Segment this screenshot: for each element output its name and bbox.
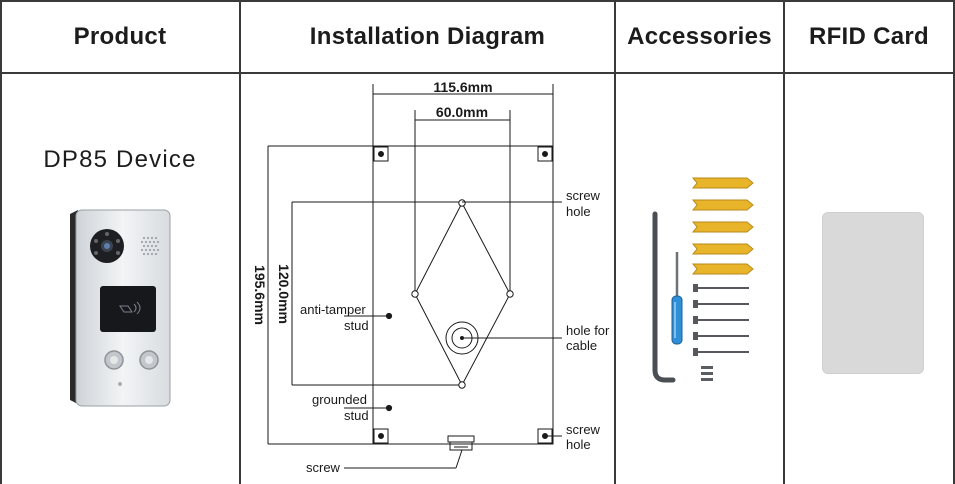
installation-diagram: 115.6mm 60.0mm 195.6mm 120.0mm screw hol…	[252, 79, 610, 475]
label-hole-cable-line1: hole for	[566, 323, 610, 338]
wall-anchor-icon	[691, 177, 754, 275]
label-grounded-line1: grounded	[312, 392, 367, 407]
label-hole-cable-line2: cable	[566, 338, 597, 353]
header-installation-diagram: Installation Diagram	[309, 23, 546, 50]
accessories-illustration	[652, 177, 754, 383]
label-grounded-line2: stud	[344, 408, 369, 423]
rfid-card-image	[822, 212, 924, 374]
header-accessories: Accessories	[627, 23, 772, 50]
small-screw-icon	[701, 366, 713, 381]
header-rfid-card: RFID Card	[808, 23, 930, 50]
column-divider-1	[239, 0, 241, 484]
device-illustration	[70, 209, 171, 407]
dim-height-total: 195.6mm	[252, 265, 268, 325]
screwdriver-icon	[671, 252, 683, 345]
table-border-right	[953, 0, 955, 484]
column-divider-3	[783, 0, 785, 484]
dim-width-total: 115.6mm	[433, 79, 492, 95]
product-name: DP85 Device	[43, 146, 197, 173]
dim-width-holes: 60.0mm	[436, 104, 488, 120]
header-divider	[0, 72, 955, 74]
label-anti-tamper-line2: stud	[344, 318, 369, 333]
label-screw: screw	[306, 460, 341, 475]
label-screw-hole-bottom-line2: hole	[566, 437, 591, 452]
label-screw-hole-top-line1: screw	[566, 188, 601, 203]
label-anti-tamper-line1: anti-tamper	[300, 302, 366, 317]
screw-icon	[697, 287, 749, 353]
label-screw-hole-top-line2: hole	[566, 204, 591, 219]
column-divider-2	[614, 0, 616, 484]
table-border-left	[0, 0, 2, 484]
label-screw-hole-bottom-line1: screw	[566, 422, 601, 437]
device-outline	[372, 145, 554, 445]
header-product: Product	[73, 23, 167, 50]
dim-height-holes: 120.0mm	[276, 264, 292, 324]
hex-key-icon	[652, 211, 676, 383]
table-border-top	[0, 0, 955, 2]
